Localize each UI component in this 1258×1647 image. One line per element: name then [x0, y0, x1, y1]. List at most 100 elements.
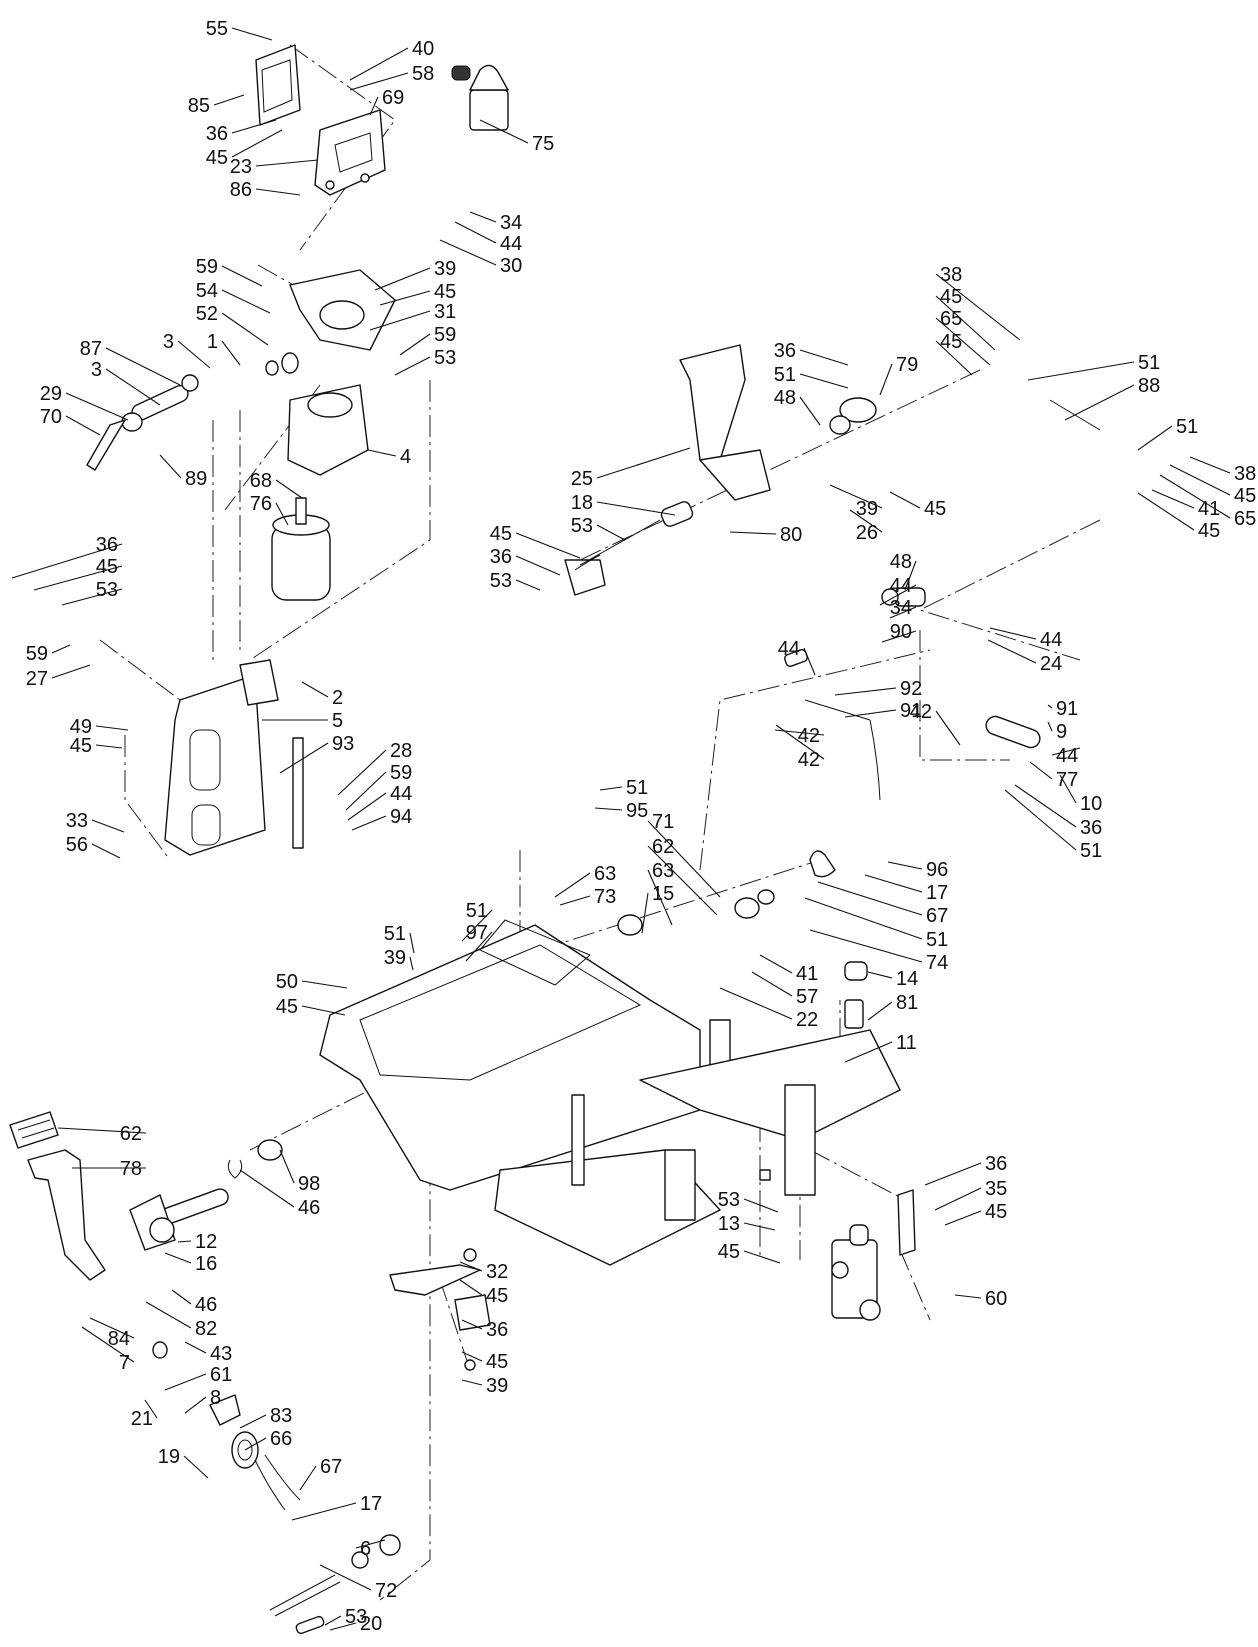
leader-line [596, 501, 676, 516]
leader-line [647, 869, 673, 926]
leader-line [324, 1615, 342, 1626]
leader-line [394, 356, 431, 376]
part-number-label: 79 [896, 354, 918, 376]
leader-line [1137, 425, 1173, 451]
part-number-label: 62 [120, 1123, 142, 1145]
part-number-label: 42 [798, 749, 820, 771]
leader-line [239, 1414, 267, 1429]
part-number-label: 7 [119, 1352, 130, 1374]
part-number-label: 95 [626, 800, 648, 822]
part-number-label: 48 [774, 387, 796, 409]
leader-line [844, 709, 897, 718]
part-number-label: 58 [412, 63, 434, 85]
leader-line [889, 491, 921, 509]
leader-line [301, 980, 348, 989]
part-number-label: 22 [796, 1009, 818, 1031]
part-number-label: 48 [890, 551, 912, 573]
leader-line [849, 509, 883, 533]
part-number-label: 41 [1198, 498, 1220, 520]
part-number-label: 53 [434, 347, 456, 369]
leader-line [867, 1001, 893, 1021]
leader-line [641, 892, 649, 934]
part-number-label: 70 [40, 406, 62, 428]
part-number-label: 39 [856, 498, 878, 520]
part-number-label: 93 [332, 733, 354, 755]
leader-line [369, 96, 379, 116]
leader-line [275, 479, 303, 499]
leader-line [409, 932, 415, 954]
main-frame [319, 919, 901, 1266]
leader-line [935, 710, 961, 746]
part-number-label: 34 [890, 597, 912, 619]
part-number-label: 53 [345, 1606, 367, 1628]
leader-line [459, 1279, 483, 1296]
part-number-label: 51 [774, 364, 796, 386]
leader-line [1027, 361, 1135, 381]
leader-line [329, 1622, 357, 1631]
leader-line [319, 1564, 372, 1591]
part-number-label: 60 [985, 1288, 1007, 1310]
part-number-label: 8 [210, 1387, 221, 1409]
part-number-label: 94 [390, 806, 412, 828]
part-number-label: 13 [718, 1213, 740, 1235]
leader-line [461, 1379, 483, 1386]
part-number-label: 67 [320, 1456, 342, 1478]
leader-line [61, 588, 123, 606]
part-number-label: 45 [96, 556, 118, 578]
leader-line [1137, 492, 1195, 531]
leader-line [171, 1289, 192, 1305]
part-number-label: 3 [163, 331, 174, 353]
leader-line [439, 239, 497, 266]
part-number-label: 72 [375, 1580, 397, 1602]
part-number-label: 12 [195, 1231, 217, 1253]
part-number-label: 42 [910, 701, 932, 723]
part-number-label: 84 [108, 1328, 130, 1350]
leader-line [301, 681, 329, 698]
part-number-label: 59 [390, 762, 412, 784]
leader-line [1064, 384, 1135, 421]
part-number-label: 45 [940, 286, 962, 308]
part-number-label: 51 [1138, 352, 1160, 374]
leader-line [33, 565, 123, 591]
leader-line [299, 1465, 317, 1491]
leader-line [887, 861, 923, 870]
part-number-label: 55 [206, 18, 228, 40]
leader-line [461, 1319, 483, 1330]
part-number-label: 39 [434, 258, 456, 280]
leader-line [554, 872, 591, 898]
part-number-label: 44 [390, 783, 412, 805]
part-number-label: 77 [1056, 769, 1078, 791]
leader-line [799, 373, 849, 389]
part-number-label: 62 [652, 836, 674, 858]
part-number-label: 20 [360, 1613, 382, 1635]
part-number-label: 53 [96, 579, 118, 601]
part-number-label: 49 [70, 716, 92, 738]
part-number-label: 69 [382, 87, 404, 109]
part-number-label: 2 [332, 687, 343, 709]
part-number-label: 59 [26, 643, 48, 665]
leader-line [57, 1127, 147, 1134]
part-number-label: 44 [500, 233, 522, 255]
leader-line [105, 347, 181, 386]
part-number-label: 15 [652, 883, 674, 905]
leader-line [461, 909, 493, 942]
part-number-label: 53 [718, 1189, 740, 1211]
part-number-label: 57 [796, 986, 818, 1008]
part-number-label: 63 [594, 863, 616, 885]
leader-line [399, 333, 431, 356]
part-number-label: 19 [158, 1446, 180, 1468]
part-number-label: 45 [206, 147, 228, 169]
part-number-label: 78 [120, 1158, 142, 1180]
leader-line [221, 289, 271, 314]
control-module-assembly [255, 44, 509, 196]
part-number-label: 32 [486, 1261, 508, 1283]
hydro-pedal-assembly [564, 344, 1101, 801]
leader-line [596, 524, 626, 541]
part-number-label: 35 [985, 1178, 1007, 1200]
leader-line [347, 792, 387, 821]
leader-line [374, 267, 431, 291]
leader-line [231, 129, 283, 158]
part-number-label: 83 [270, 1405, 292, 1427]
leader-line [279, 742, 329, 774]
